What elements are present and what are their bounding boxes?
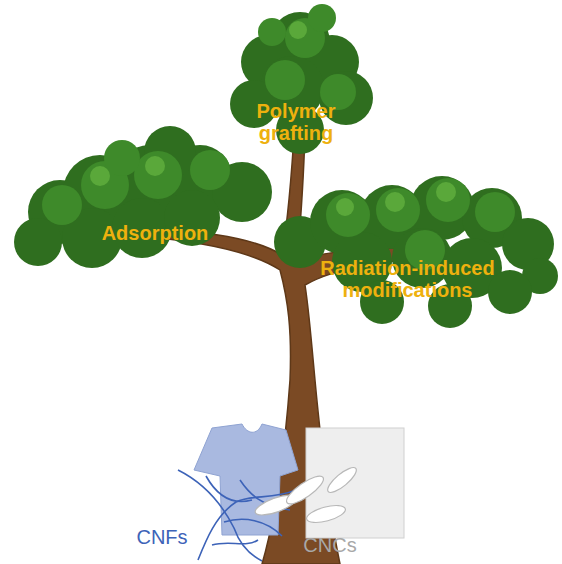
cellulose-nanofibers xyxy=(178,470,296,561)
foliage-highlight xyxy=(90,21,456,216)
foliage-back xyxy=(14,12,558,328)
foliage-front xyxy=(42,4,515,270)
foliage xyxy=(436,182,456,202)
foliage xyxy=(326,193,370,237)
branch-label: Polymer grafting xyxy=(236,100,356,144)
branch-label: Adsorption xyxy=(75,222,235,244)
t-shirt xyxy=(194,424,298,535)
nanofiber xyxy=(224,519,282,536)
foliage xyxy=(376,188,420,232)
foliage xyxy=(42,185,82,225)
trunk-shape xyxy=(130,120,450,564)
nanocrystal xyxy=(305,502,347,526)
foliage xyxy=(426,178,470,222)
label-box: Radiation-induced modifications xyxy=(295,257,520,301)
label-box: CNCs xyxy=(290,534,370,556)
nanofiber xyxy=(178,470,262,561)
foliage xyxy=(90,166,110,186)
nanofiber xyxy=(206,476,252,502)
foliage xyxy=(258,18,286,46)
label-box: CNFs xyxy=(122,526,202,548)
material-label: CNFs xyxy=(122,526,202,548)
foliage xyxy=(475,192,515,232)
foliage xyxy=(289,21,307,39)
nanocrystal xyxy=(324,464,359,496)
label-box: Polymer grafting xyxy=(236,100,356,144)
foliage xyxy=(265,60,305,100)
nanocrystal xyxy=(283,472,327,509)
cellulose-nanocrystals xyxy=(253,464,360,526)
foliage xyxy=(336,198,354,216)
branch-label: Radiation-induced modifications xyxy=(295,257,520,301)
foliage xyxy=(134,151,182,199)
foliage xyxy=(104,140,140,176)
foliage xyxy=(145,156,165,176)
foliage xyxy=(385,192,405,212)
foliage xyxy=(308,4,336,32)
material-label: CNCs xyxy=(290,534,370,556)
foliage xyxy=(14,218,62,266)
foliage xyxy=(190,150,230,190)
nanofiber xyxy=(212,540,258,545)
label-box: Adsorption xyxy=(75,222,235,244)
trunk xyxy=(130,120,450,564)
